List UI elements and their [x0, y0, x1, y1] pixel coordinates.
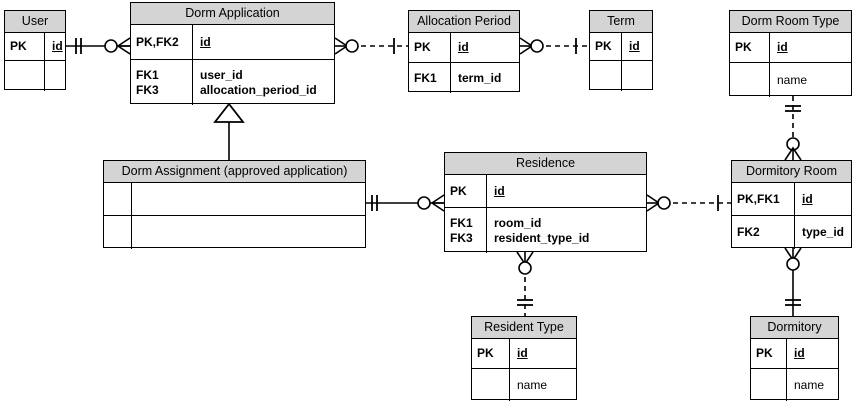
key-cell: PK [590, 33, 622, 60]
attribute-cell: id [802, 191, 813, 206]
attribute-cell: term_id [458, 70, 502, 85]
entity-title-dormitory-room: Dormitory Room [732, 161, 851, 183]
entity-row: PK id [730, 33, 851, 63]
entity-row: PK id [472, 339, 576, 369]
entity-row: PK id [590, 33, 652, 61]
entity-dorm-assignment[interactable]: Dorm Assignment (approved application) [103, 160, 366, 249]
entity-row: name [730, 63, 851, 97]
entity-row: name [751, 369, 838, 401]
key-cell: FK2 [732, 216, 795, 249]
entity-row: FK1 term_id [409, 63, 519, 93]
attribute-cell: id [794, 346, 805, 360]
entity-title-resident-type: Resident Type [472, 317, 576, 339]
key-cell: PK [730, 33, 770, 62]
key-cell: FK1 [409, 63, 451, 93]
connector-residence-resident-type [516, 251, 534, 316]
attribute-cell: name [794, 377, 825, 392]
entity-row: PK id [445, 175, 646, 208]
attribute-cell: name [517, 377, 548, 392]
key-cell: PK [409, 33, 451, 62]
entity-title-term: Term [590, 11, 652, 33]
key-cell: PK [445, 175, 487, 207]
entity-row [5, 61, 65, 91]
entity-title-dorm-assignment: Dorm Assignment (approved application) [104, 161, 365, 183]
entity-row [104, 216, 365, 249]
attribute-cell: name [777, 72, 808, 87]
entity-title-residence: Residence [445, 153, 646, 175]
entity-row: PK id [409, 33, 519, 63]
connector-generalization-dorm-assignment [213, 102, 245, 160]
attribute-cell: id [517, 346, 528, 360]
attribute-cell: id [200, 34, 211, 49]
key-cell [5, 61, 45, 91]
key-cell: PK [751, 339, 787, 368]
key-cell: PK,FK1 [732, 183, 795, 215]
entity-title-dorm-room-type: Dorm Room Type [730, 11, 851, 33]
connector-allocation-period-term [519, 37, 589, 55]
attribute-cell: id [494, 183, 505, 198]
attribute-cell: id [629, 39, 640, 53]
connector-dorm-application-allocation-period [334, 37, 408, 55]
entity-title-allocation-period: Allocation Period [409, 11, 519, 33]
attribute-cell [45, 61, 52, 91]
entity-row [104, 183, 365, 216]
entity-row: name [472, 369, 576, 401]
key-cell [104, 216, 132, 249]
attribute-cell: id [52, 39, 63, 53]
key-cell [104, 183, 132, 215]
key-cell [472, 369, 510, 401]
entity-row: PK,FK1 id [732, 183, 851, 216]
connector-user-dorm-application [66, 37, 131, 55]
key-cell [730, 63, 770, 97]
connector-dorm-assignment-residence [366, 194, 445, 212]
connector-dorm-room-type-dormitory-room [784, 96, 802, 161]
attribute-cell [132, 183, 139, 215]
entity-row: PK id [751, 339, 838, 369]
entity-title-dormitory: Dormitory [751, 317, 838, 339]
entity-row: PK id [5, 33, 65, 61]
key-cell: PK,FK2 [131, 25, 193, 59]
entity-title-user: User [5, 11, 65, 33]
key-cell: PK [5, 33, 45, 60]
attribute-cell: type_id [802, 225, 845, 239]
key-cell: PK [472, 339, 510, 368]
attribute-cell [622, 61, 629, 91]
entity-title-dorm-application: Dorm Application [131, 3, 334, 25]
entity-row: FK2 type_id [732, 216, 851, 249]
connector-residence-dormitory-room [646, 194, 731, 212]
connector-dormitory-room-dormitory [784, 247, 802, 316]
key-cell [751, 369, 787, 401]
attribute-cell: id [777, 40, 788, 54]
entity-row: PK,FK2 id [131, 25, 334, 60]
attribute-cell [132, 216, 139, 249]
entity-row [590, 61, 652, 91]
key-cell [590, 61, 622, 91]
attribute-cell: id [458, 40, 469, 54]
